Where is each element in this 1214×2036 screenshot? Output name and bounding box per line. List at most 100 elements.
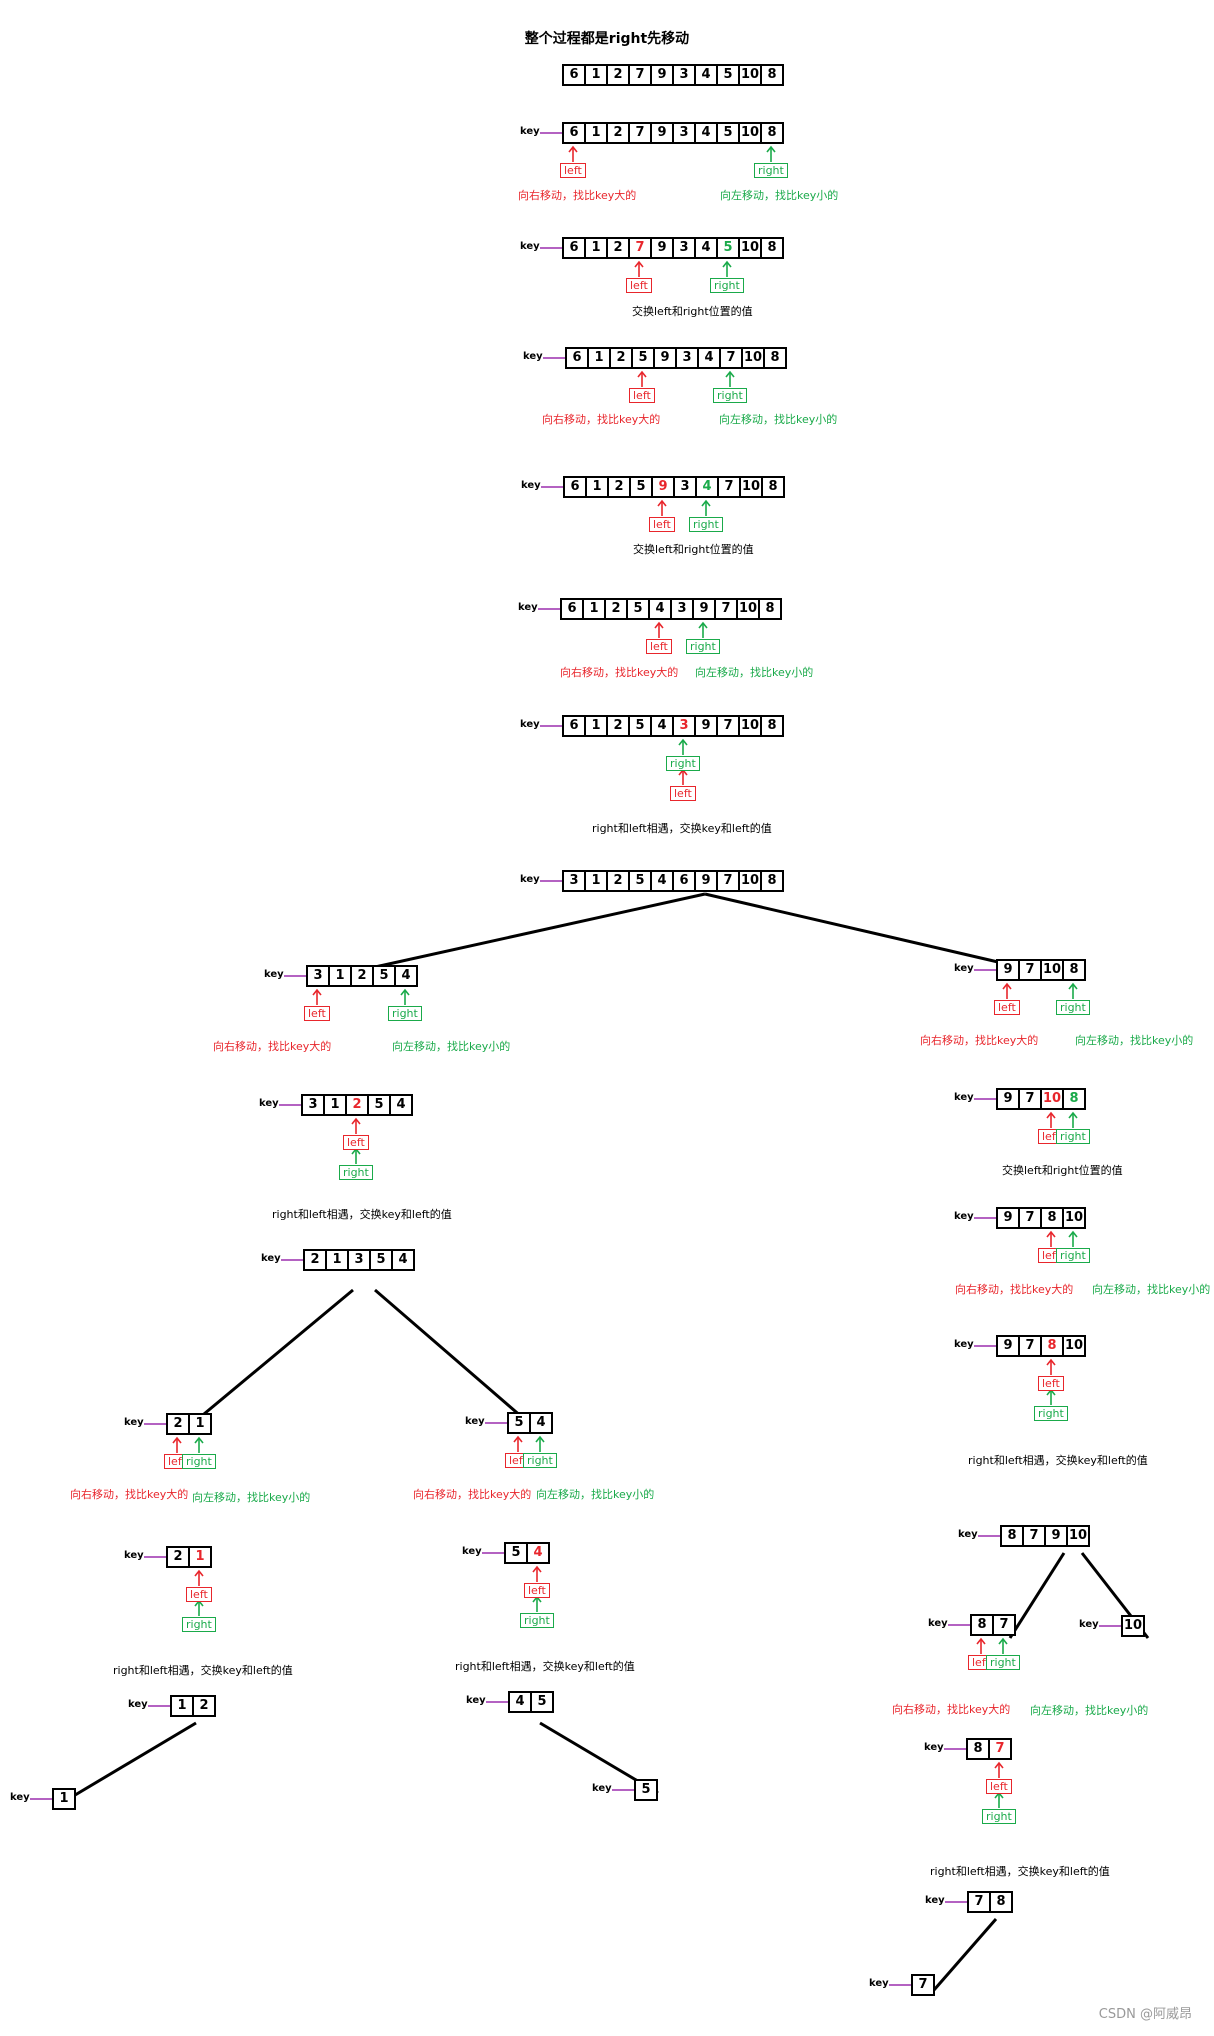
tree-branch-line bbox=[932, 1918, 998, 1991]
array-cell: 3 bbox=[672, 122, 696, 144]
array-cell: 1 bbox=[325, 1249, 349, 1271]
array-cell: 4 bbox=[650, 715, 674, 737]
right-pointer-arrow-icon bbox=[194, 1436, 204, 1444]
array-cell: 2 bbox=[609, 347, 633, 369]
note-move-right: 向右移动，找比key大的 bbox=[542, 413, 661, 426]
note-meet-swap: right和left相遇，交换key和left的值 bbox=[930, 1865, 1110, 1878]
array-cell: 3 bbox=[562, 870, 586, 892]
array-cell: 6 bbox=[562, 237, 586, 259]
left-pointer-label: left bbox=[629, 388, 655, 403]
note-meet-swap: right和left相遇，交换key和left的值 bbox=[272, 1208, 452, 1221]
key-label: key bbox=[521, 480, 541, 491]
left-pointer-label: left bbox=[994, 1000, 1020, 1015]
array-cell: 10 bbox=[738, 237, 762, 259]
left-pointer-arrow-icon bbox=[532, 1565, 542, 1573]
right-pointer-arrow-icon bbox=[701, 499, 711, 507]
note-move-right: 向右移动，找比key大的 bbox=[892, 1703, 1011, 1716]
array-cell: 5 bbox=[507, 1412, 531, 1434]
array-cell: 4 bbox=[650, 870, 674, 892]
array-cell: 7 bbox=[628, 237, 652, 259]
array-cell: 8 bbox=[970, 1614, 994, 1636]
tree-branch-line bbox=[374, 1288, 531, 1426]
note-move-right: 向右移动，找比key大的 bbox=[560, 666, 679, 679]
array-cell: 8 bbox=[761, 476, 785, 498]
array-g1: 10 bbox=[1121, 1615, 1145, 1637]
array-cell: 9 bbox=[651, 476, 675, 498]
key-label: key bbox=[954, 1211, 974, 1222]
array-cell: 8 bbox=[966, 1738, 990, 1760]
array-cell: 4 bbox=[389, 1094, 413, 1116]
right-pointer-label: right bbox=[1056, 1248, 1090, 1263]
array-cell: 7 bbox=[628, 64, 652, 86]
right-pointer-label: right bbox=[1034, 1406, 1068, 1421]
note-swap-lr: 交换left和right位置的值 bbox=[1002, 1164, 1123, 1177]
tree-branch-line bbox=[191, 1288, 354, 1426]
key-label: key bbox=[925, 1895, 945, 1906]
array-cell: 2 bbox=[604, 598, 628, 620]
note-move-right: 向右移动，找比key大的 bbox=[413, 1488, 532, 1501]
right-pointer-label: right bbox=[710, 278, 744, 293]
right-pointer-label: right bbox=[986, 1655, 1020, 1670]
array-cell: 5 bbox=[628, 870, 652, 892]
key-label: key bbox=[592, 1783, 612, 1794]
array-c4: 1 bbox=[52, 1788, 76, 1810]
array-cell: 10 bbox=[1062, 1335, 1086, 1357]
array-cell: 6 bbox=[672, 870, 696, 892]
left-pointer-arrow-icon bbox=[351, 1117, 361, 1125]
array-cell: 2 bbox=[166, 1413, 190, 1435]
array-cell: 10 bbox=[1066, 1525, 1090, 1547]
array-cell: 3 bbox=[672, 64, 696, 86]
note-move-left: 向左移动，找比key小的 bbox=[1075, 1034, 1194, 1047]
note-move-left: 向左移动，找比key小的 bbox=[719, 413, 838, 426]
array-cell: 5 bbox=[628, 715, 652, 737]
right-pointer-label: right bbox=[523, 1453, 557, 1468]
array-cell: 1 bbox=[585, 476, 609, 498]
note-swap-lr: 交换left和right位置的值 bbox=[632, 305, 753, 318]
array-cell: 3 bbox=[675, 347, 699, 369]
array-cell: 2 bbox=[350, 965, 374, 987]
diagram-title: 整个过程都是right先移动 bbox=[524, 31, 690, 47]
left-pointer-arrow-icon bbox=[172, 1436, 182, 1444]
key-label: key bbox=[520, 719, 540, 730]
array-cell: 2 bbox=[606, 715, 630, 737]
key-label: key bbox=[869, 1978, 889, 1989]
note-move-right: 向右移动，找比key大的 bbox=[518, 189, 637, 202]
array-cell: 2 bbox=[607, 476, 631, 498]
key-label: key bbox=[466, 1695, 486, 1706]
array-cell: 7 bbox=[719, 347, 743, 369]
right-pointer-label: right bbox=[1056, 1129, 1090, 1144]
key-label: key bbox=[924, 1742, 944, 1753]
right-pointer-label: right bbox=[388, 1006, 422, 1021]
array-cell: 5 bbox=[716, 64, 740, 86]
left-pointer-label: left bbox=[626, 278, 652, 293]
left-pointer-arrow-icon bbox=[513, 1435, 523, 1443]
array-cell: 6 bbox=[560, 598, 584, 620]
array-cell: 5 bbox=[372, 965, 396, 987]
array-cell: 1 bbox=[582, 598, 606, 620]
array-cell: 8 bbox=[1062, 959, 1086, 981]
key-label: key bbox=[124, 1550, 144, 1561]
array-cell: 2 bbox=[606, 870, 630, 892]
array-cell: 5 bbox=[504, 1542, 528, 1564]
right-pointer-arrow-icon bbox=[998, 1637, 1008, 1645]
right-pointer-arrow-icon bbox=[1068, 1111, 1078, 1119]
array-cell: 4 bbox=[529, 1412, 553, 1434]
left-pointer-arrow-icon bbox=[1002, 982, 1012, 990]
key-label: key bbox=[10, 1792, 30, 1803]
array-cell: 5 bbox=[716, 122, 740, 144]
array-cell: 10 bbox=[736, 598, 760, 620]
key-label: key bbox=[518, 602, 538, 613]
array-cell: 4 bbox=[697, 347, 721, 369]
array-cell: 9 bbox=[996, 1207, 1020, 1229]
right-pointer-label: right bbox=[666, 756, 700, 771]
array-cell: 10 bbox=[1062, 1207, 1086, 1229]
key-label: key bbox=[954, 1092, 974, 1103]
